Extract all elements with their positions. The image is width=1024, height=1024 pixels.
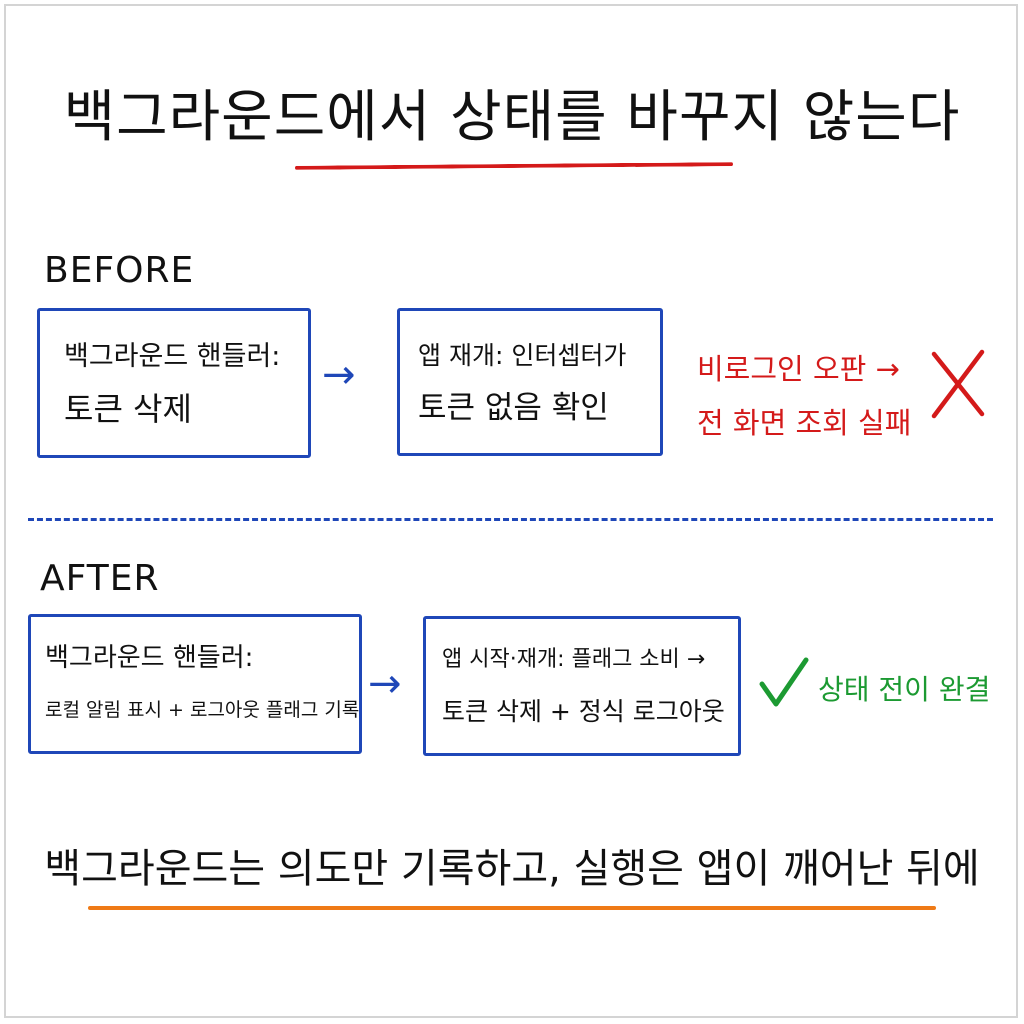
- after-handler-box: 백그라운드 핸들러: 로컬 알림 표시 + 로그아웃 플래그 기록: [28, 614, 362, 754]
- after-resume-box: 앱 시작·재개: 플래그 소비 → 토큰 삭제 + 정식 로그아웃: [423, 616, 741, 756]
- before-handler-line1: 백그라운드 핸들러:: [64, 341, 281, 372]
- before-handler-line2: 토큰 삭제: [64, 390, 192, 428]
- after-resume-line1: 앱 시작·재개: 플래그 소비 →: [442, 647, 706, 672]
- after-label: AFTER: [40, 558, 160, 599]
- after-handler-line1: 백그라운드 핸들러:: [45, 643, 254, 673]
- section-divider: [28, 518, 993, 521]
- before-label: BEFORE: [44, 250, 195, 291]
- arrow-right-icon: →: [368, 661, 402, 707]
- page-frame: [4, 4, 1018, 1018]
- arrow-right-icon: →: [322, 352, 356, 398]
- before-handler-box: 백그라운드 핸들러: 토큰 삭제: [37, 308, 311, 458]
- after-outcome: 상태 전이 완결: [818, 673, 991, 706]
- after-handler-line2: 로컬 알림 표시 + 로그아웃 플래그 기록: [45, 699, 360, 721]
- before-outcome: 비로그인 오판 → 전 화면 조회 실패: [697, 342, 911, 450]
- before-resume-box: 앱 재개: 인터셉터가 토큰 없음 확인: [397, 308, 663, 456]
- cross-icon: [931, 349, 985, 419]
- check-icon: [759, 657, 809, 707]
- before-outcome-line2: 전 화면 조회 실패: [697, 406, 912, 440]
- before-outcome-line1: 비로그인 오판 →: [697, 352, 900, 386]
- summary-text: 백그라운드는 의도만 기록하고, 실행은 앱이 깨어난 뒤에: [44, 846, 980, 892]
- page-title: 백그라운드에서 상태를 바꾸지 않는다: [63, 85, 961, 150]
- after-resume-line2: 토큰 삭제 + 정식 로그아웃: [442, 697, 725, 726]
- before-resume-line2: 토큰 없음 확인: [418, 390, 609, 426]
- summary-underline: [88, 906, 936, 910]
- before-resume-line1: 앱 재개: 인터셉터가: [418, 341, 627, 370]
